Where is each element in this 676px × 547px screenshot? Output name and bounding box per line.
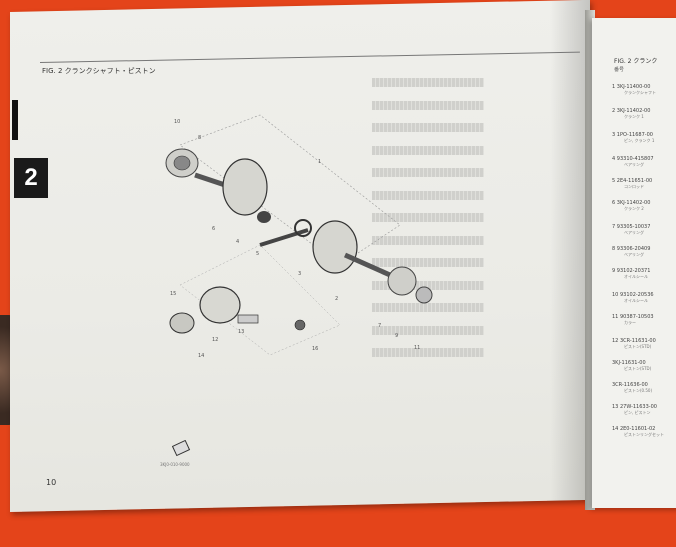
diagram-label: 4 <box>236 239 239 245</box>
diagram-label: 8 <box>198 135 201 141</box>
piston-group-outline <box>179 244 341 356</box>
spine-edge <box>585 10 595 510</box>
diagram-label: 9 <box>395 333 398 339</box>
piston-ring <box>169 312 195 334</box>
piston <box>199 286 241 324</box>
diagram-label: 6 <box>212 226 215 232</box>
page-number: 10 <box>46 478 57 487</box>
chapter-tab-marker <box>12 100 18 140</box>
table-row <box>372 123 484 132</box>
table-row <box>372 325 484 335</box>
table-row <box>372 100 484 110</box>
table-row <box>372 190 484 200</box>
gutter-shadow <box>550 0 590 501</box>
diagram-label: 7 <box>378 323 381 329</box>
bearing-left-inner <box>173 155 191 171</box>
collar <box>415 286 433 304</box>
diagram-label: 10 <box>174 119 180 125</box>
assembly-outline <box>179 114 401 266</box>
diagram-label: 15 <box>170 291 176 297</box>
diagram-label: 14 <box>198 353 204 359</box>
connecting-rod <box>259 228 309 247</box>
table-row <box>372 213 484 222</box>
circlip <box>294 319 306 331</box>
table-row <box>372 145 484 155</box>
reference-code: 3KJ0-010-9000 <box>160 462 190 467</box>
table-row <box>372 258 484 267</box>
table-row <box>372 235 484 245</box>
diagram-label: 12 <box>212 337 218 343</box>
table-row <box>372 280 484 290</box>
right-page <box>592 18 676 508</box>
diagram-label: 3 <box>298 271 301 277</box>
diagram-label: 2 <box>335 296 338 302</box>
engine-thumbnail-icon <box>172 440 191 457</box>
crank-web-2 <box>312 220 358 274</box>
bearing-right <box>387 266 417 296</box>
section-number-tab: 2 <box>14 158 48 198</box>
right-page-subheader: 番号 <box>614 67 625 73</box>
diagram-label: 11 <box>414 345 420 351</box>
figure-title: FIG. 2 クランクシャフト・ピストン <box>42 67 156 75</box>
table-row <box>372 303 484 312</box>
diagram-label: 5 <box>256 251 259 257</box>
diagram-label: 16 <box>312 346 318 352</box>
bearing-small <box>257 211 271 223</box>
diagram-label: 13 <box>238 329 244 335</box>
diagram-label: 1 <box>318 159 321 165</box>
table-row <box>372 78 484 87</box>
right-page-title: FIG. 2 クランク <box>614 58 658 65</box>
piston-pin <box>237 314 259 324</box>
table-row <box>372 348 484 357</box>
crank-web-1 <box>222 158 268 216</box>
crank-shaft-right <box>343 252 392 278</box>
table-row <box>372 168 484 177</box>
parts-table-column <box>372 78 484 371</box>
rod-small-end <box>294 219 312 237</box>
exploded-parts-diagram: 10 8 1 6 4 5 3 2 7 9 11 12 13 14 15 16 <box>165 114 433 359</box>
